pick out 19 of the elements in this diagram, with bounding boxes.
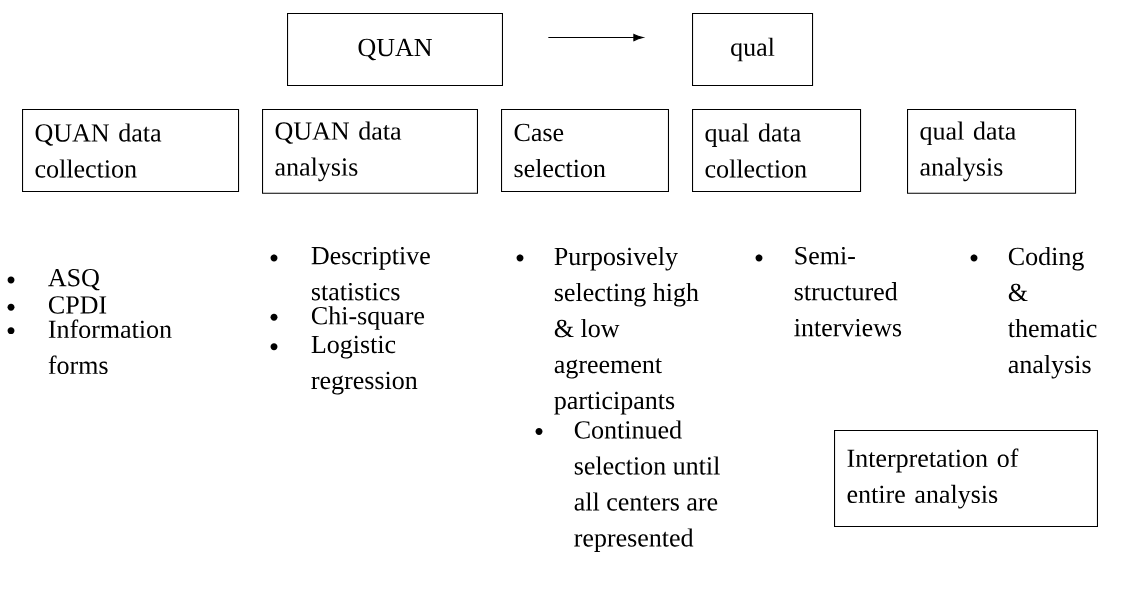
arrow bbox=[547, 33, 644, 42]
stage-box: QUAN bbox=[287, 13, 503, 87]
stage-box: QUAN data analysis bbox=[262, 109, 478, 194]
bullet-item: Information forms bbox=[48, 319, 172, 375]
stage-box: qual data analysis bbox=[907, 109, 1077, 194]
bullet-item: ASQ bbox=[48, 268, 100, 291]
bullet-item: CPDI bbox=[48, 296, 107, 314]
stage-box: Case selection bbox=[501, 109, 669, 193]
stage-box: Interpretation of entire analysis bbox=[834, 430, 1098, 528]
bullet-item: Semi-structured interviews bbox=[794, 246, 902, 337]
stage-box: QUAN data collection bbox=[22, 109, 240, 193]
bullet-item: Chi-square bbox=[311, 306, 425, 330]
stage-box: qual data collection bbox=[692, 109, 862, 193]
bullet-item: Coding & thematic analysis bbox=[1008, 246, 1097, 379]
bullet-item: Descriptive statistics bbox=[311, 246, 430, 301]
stage-box: qual bbox=[692, 13, 814, 87]
bullet-item: Purposively selecting high & low agreement participants bbox=[554, 246, 699, 415]
bullet-item: Logistic regression bbox=[311, 335, 418, 395]
bullet-item: Continued selection until all centers are represented bbox=[574, 420, 720, 552]
